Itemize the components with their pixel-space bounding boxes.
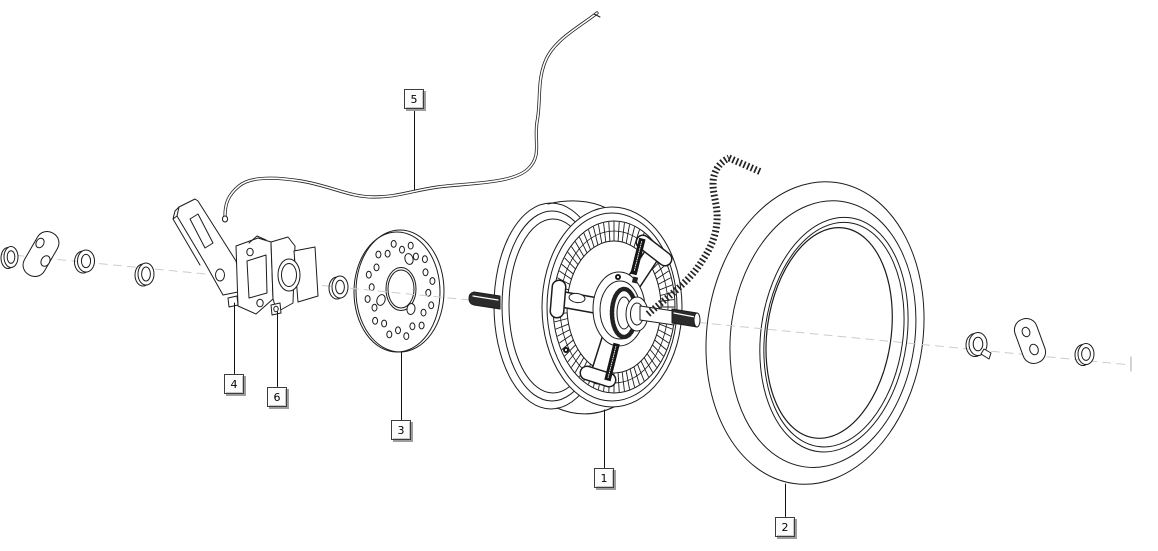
axle-washer-left — [0, 246, 19, 269]
motor-decal-strip — [630, 237, 646, 284]
caliper-mount-bolt-right — [270, 302, 282, 316]
motor-decal-strip — [604, 342, 620, 382]
callout-button-6[interactable]: 6 — [267, 387, 287, 407]
spacer-washer-right — [1074, 343, 1095, 366]
hub-motor-wheel — [468, 154, 763, 415]
callout-button-5[interactable]: 5 — [404, 89, 424, 109]
axle-shaft-left — [468, 291, 501, 310]
axle-nut-left — [74, 249, 95, 274]
tire — [705, 181, 925, 485]
callout-button-2[interactable]: 2 — [775, 517, 795, 537]
caliper-mount-bolt-left — [227, 295, 239, 308]
brake-hose — [221, 11, 601, 223]
anchor-plate-left — [22, 230, 60, 278]
callout-button-1[interactable]: 1 — [594, 468, 614, 488]
axle-shaft-right — [639, 305, 701, 328]
disc-side-washer — [328, 275, 349, 300]
anchor-plate-right — [1013, 318, 1047, 364]
axle-nut-right — [965, 332, 992, 360]
hose-end-fitting — [221, 215, 229, 223]
brake-disc — [353, 229, 445, 353]
callout-leader-lines — [234, 109, 786, 517]
spacer-washer-left — [134, 262, 155, 287]
brake-caliper-assembly — [172, 198, 319, 316]
motor-wiring-harness — [645, 154, 763, 317]
callout-button-4[interactable]: 4 — [224, 374, 244, 394]
callout-button-3[interactable]: 3 — [391, 420, 411, 440]
